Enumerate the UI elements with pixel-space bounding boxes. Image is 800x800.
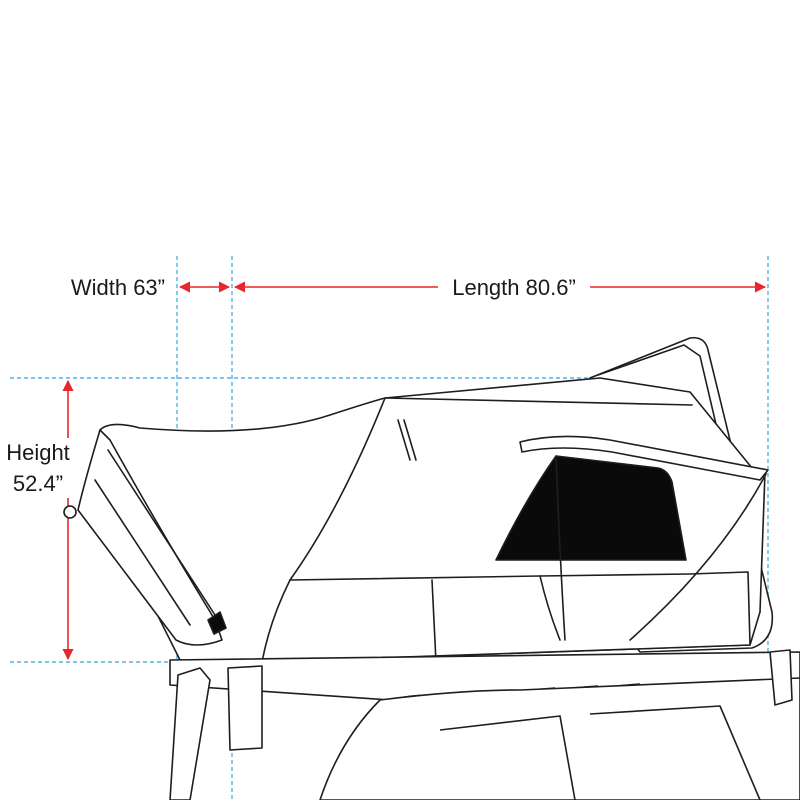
flap-hook bbox=[63, 505, 77, 519]
tent-illustration bbox=[63, 336, 774, 663]
tent-base bbox=[261, 571, 751, 663]
tent-window bbox=[495, 455, 687, 561]
guide-lines bbox=[10, 256, 790, 800]
length-label: Length 80.6” bbox=[452, 275, 576, 300]
ladder bbox=[169, 667, 211, 800]
tent-strut-front bbox=[555, 455, 566, 641]
tent-front-flap bbox=[77, 429, 223, 646]
dimension-arrows bbox=[62, 281, 767, 661]
tent-roof-seam bbox=[384, 397, 693, 406]
rear-mount bbox=[769, 649, 793, 706]
window-awning bbox=[519, 435, 769, 481]
zipper-pull bbox=[397, 419, 417, 461]
tent-strut-rear bbox=[629, 473, 767, 641]
strap-hanger bbox=[227, 665, 263, 751]
tent-front-flap-edge bbox=[94, 449, 216, 626]
flap-latch bbox=[207, 611, 227, 635]
width-label: Width 63” bbox=[71, 275, 165, 300]
vehicle-roof bbox=[169, 649, 800, 800]
height-label: Height bbox=[6, 440, 70, 465]
height-value-label: 52.4” bbox=[13, 471, 63, 496]
tent-ridge bbox=[289, 397, 386, 581]
car-windows bbox=[439, 705, 761, 800]
tent-base-seam bbox=[431, 575, 561, 663]
